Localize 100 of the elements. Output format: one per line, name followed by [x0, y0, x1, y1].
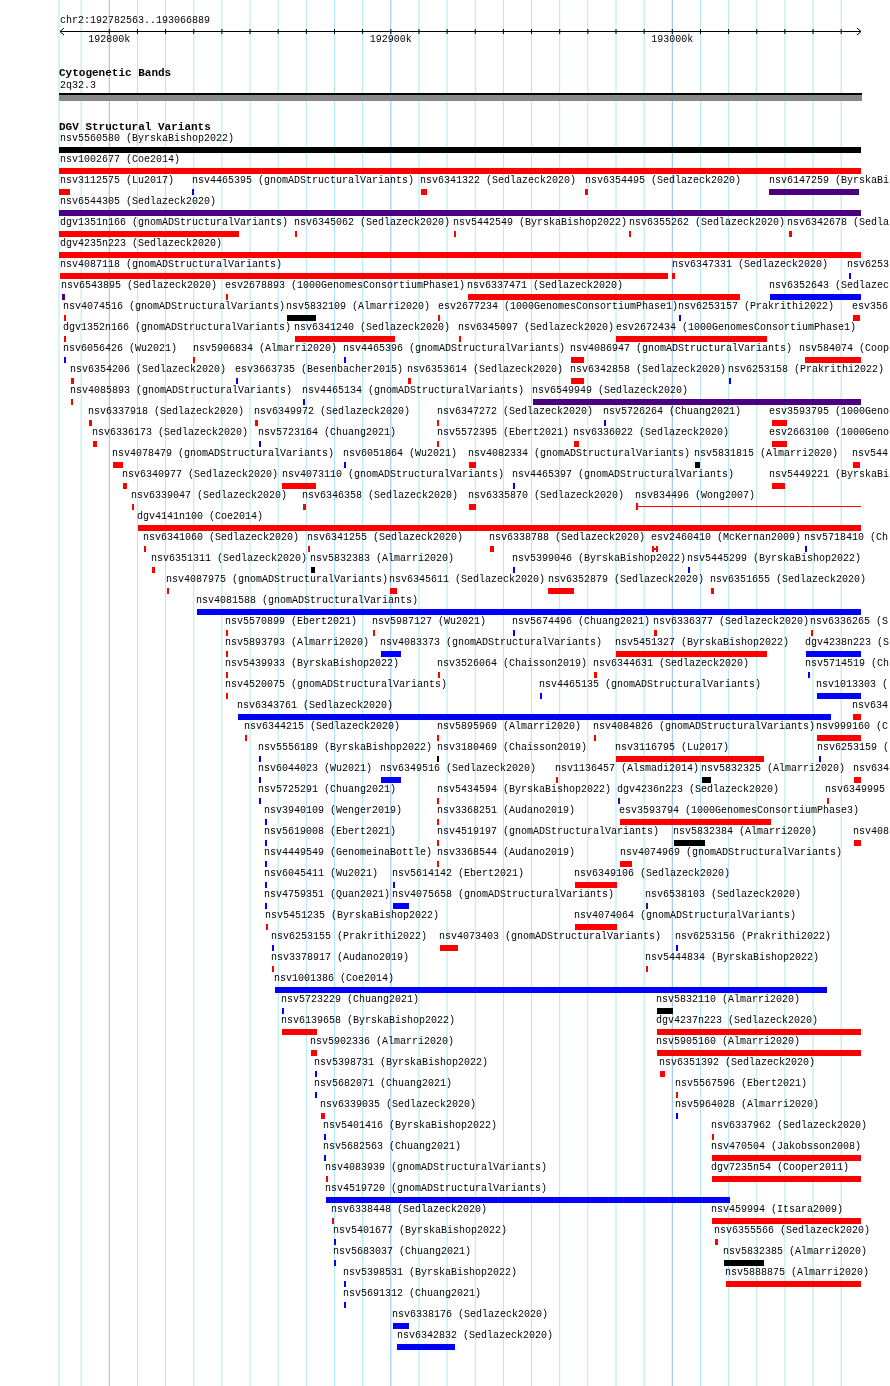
- variant-label: nsv4074969 (gnomADStructuralVariants): [620, 847, 843, 859]
- variant-label: esv2678893 (1000GenomesConsortiumPhase1): [225, 280, 466, 292]
- variant-label: nsv1013303 (: [816, 679, 888, 691]
- variant-label: nsv5895969 (Almarri2020): [437, 721, 582, 733]
- variant-label: nsv6345097 (Sedlazeck2020): [458, 322, 615, 334]
- variant-label: nsv6338788 (Sedlazeck2020): [489, 532, 646, 544]
- variant-label: nsv634: [852, 700, 888, 712]
- variant-label: nsv6349106 (Sedlazeck2020): [574, 868, 731, 880]
- variant-label: nsv5832385 (Almarri2020): [723, 1246, 868, 1258]
- variant-label: nsv6349972 (Sedlazeck2020): [254, 406, 411, 418]
- variant-label: nsv6056426 (Wu2021): [63, 343, 178, 355]
- tick-label: 192900k: [369, 34, 412, 46]
- variant-label: nsv4086947 (gnomADStructuralVariants): [570, 343, 793, 355]
- variant-label: nsv6336265 (S: [810, 616, 888, 628]
- variant-label: nsv6341322 (Sedlazeck2020): [420, 175, 577, 187]
- variant-label: nsv4075658 (gnomADStructuralVariants): [392, 889, 615, 901]
- variant-label: nsv4087118 (gnomADStructuralVariants): [60, 259, 283, 271]
- variant-label: nsv6345611 (Sedlazeck2020): [389, 574, 546, 586]
- variant-label: nsv6354206 (Sedlazeck2020): [70, 364, 227, 376]
- variant-label: nsv6335870 (Sedlazeck2020): [468, 490, 625, 502]
- variant-label: nsv6349995: [825, 784, 885, 796]
- variant-label: nsv5560580 (ByrskaBishop2022): [60, 133, 235, 145]
- variant-label: nsv4073403 (gnomADStructuralVariants): [439, 931, 662, 943]
- variant-label: nsv4073110 (gnomADStructuralVariants): [282, 469, 505, 481]
- variant-label: nsv5451327 (ByrskaBishop2022): [615, 637, 790, 649]
- variant-label: nsv5398531 (ByrskaBishop2022): [343, 1267, 518, 1279]
- variant-label: nsv6341240 (Sedlazeck2020): [294, 322, 451, 334]
- variant-label: nsv5614142 (Ebert2021): [392, 868, 525, 880]
- variant-label: nsv3180469 (Chaisson2019): [437, 742, 588, 754]
- variant-label: esv2663100 (1000Geno: [769, 427, 890, 439]
- tick-label: 193000k: [651, 34, 694, 46]
- variant-label: nsv5832384 (Almarri2020): [673, 826, 818, 838]
- variant-label: nsv5723164 (Chuang2021): [258, 427, 397, 439]
- variant-label: nsv1002677 (Coe2014): [60, 154, 181, 166]
- variant-label: esv2672434 (1000GenomesConsortiumPhase1): [616, 322, 857, 334]
- variant-label: nsv5718410 (Ch: [804, 532, 888, 544]
- variant-label: nsv4074516 (gnomADStructuralVariants): [63, 301, 286, 313]
- variant-label: nsv4078479 (gnomADStructuralVariants): [112, 448, 335, 460]
- variant-label: nsv4449549 (GenomeinaBottle): [264, 847, 433, 859]
- variant-label: nsv5987127 (Wu2021): [372, 616, 487, 628]
- variant-label: nsv6336377 (Sedlazeck2020): [653, 616, 810, 628]
- variant-label: nsv4465134 (gnomADStructuralVariants): [302, 385, 525, 397]
- variant-label: nsv6337918 (Sedlazeck2020): [88, 406, 245, 418]
- variant-label: nsv5893793 (Almarri2020): [225, 637, 370, 649]
- variant-label: nsv408: [853, 826, 889, 838]
- variant-label: dgv4237n223 (Sedlazeck2020): [656, 1015, 819, 1027]
- variant-label: nsv3368544 (Audano2019): [437, 847, 576, 859]
- variant-label: nsv6352879 (Sedlazeck2020): [548, 574, 705, 586]
- variant-label: nsv5888875 (Almarri2020): [725, 1267, 870, 1279]
- variant-label: nsv6044023 (Wu2021): [258, 763, 373, 775]
- variant-label: nsv5832325 (Almarri2020): [701, 763, 846, 775]
- variant-label: nsv6354495 (Sedlazeck2020): [585, 175, 742, 187]
- variant-label: nsv3112575 (Lu2017): [60, 175, 175, 187]
- variant-label: nsv5439933 (ByrskaBishop2022): [225, 658, 400, 670]
- variant-label: nsv5451235 (ByrskaBishop2022): [265, 910, 440, 922]
- variant-label: esv3593795 (1000Geno: [769, 406, 890, 418]
- variant-label: nsv6339047 (Sedlazeck2020): [131, 490, 288, 502]
- variant-label: nsv1136457 (Alsmadi2014): [555, 763, 700, 775]
- variant-label: nsv4085893 (gnomADStructuralVariants): [70, 385, 293, 397]
- variant-label: nsv4081588 (gnomADStructuralVariants): [196, 595, 419, 607]
- variant-label: nsv6253156 (Prakrithi2022): [675, 931, 832, 943]
- variant-label: nsv6336022 (Sedlazeck2020): [573, 427, 730, 439]
- variant-label: esv2677234 (1000GenomesConsortiumPhase1): [438, 301, 679, 313]
- variant-label: nsv6337962 (Sedlazeck2020): [711, 1120, 868, 1132]
- variant-label: nsv6538103 (Sedlazeck2020): [645, 889, 802, 901]
- variant-label: nsv3526064 (Chaisson2019): [437, 658, 588, 670]
- variant-label: nsv6347272 (Sedlazeck2020): [437, 406, 594, 418]
- variant-label: nsv6345062 (Sedlazeck2020): [294, 217, 451, 229]
- variant-label: nsv470504 (Jakobsson2008): [711, 1141, 862, 1153]
- variant-label: nsv4465395 (gnomADStructuralVariants): [192, 175, 415, 187]
- variant-label: nsv5723229 (Chuang2021): [281, 994, 420, 1006]
- variant-label: nsv6543895 (Sedlazeck2020): [61, 280, 218, 292]
- track-title: DGV Structural Variants: [59, 121, 211, 133]
- variant-label: nsv5832110 (Almarri2020): [656, 994, 801, 1006]
- variant-label: nsv5691312 (Chuang2021): [343, 1288, 482, 1300]
- variant-label: nsv5725291 (Chuang2021): [258, 784, 397, 796]
- variant-label: dgv1352n166 (gnomADStructuralVariants): [63, 322, 292, 334]
- variant-label: nsv5902336 (Almarri2020): [310, 1036, 455, 1048]
- tick-label: 192800k: [88, 34, 131, 46]
- variant-label: nsv834496 (Wong2007): [635, 490, 756, 502]
- variant-label: nsv6051864 (Wu2021): [343, 448, 458, 460]
- variant-label: nsv6351311 (Sedlazeck2020): [151, 553, 308, 565]
- variant-label: nsv6355566 (Sedlazeck2020): [714, 1225, 871, 1237]
- variant-label: nsv5572395 (Ebert2021): [437, 427, 570, 439]
- variant-label: nsv6340977 (Sedlazeck2020): [122, 469, 279, 481]
- variant-label: nsv6341060 (Sedlazeck2020): [143, 532, 300, 544]
- variant-label: nsv6351392 (Sedlazeck2020): [659, 1057, 816, 1069]
- variant-label: nsv5445299 (ByrskaBishop2022): [687, 553, 862, 565]
- variant-label: nsv5683037 (Chuang2021): [333, 1246, 472, 1258]
- variant-label: esv356: [852, 301, 888, 313]
- variant-label: nsv4074064 (gnomADStructuralVariants): [574, 910, 797, 922]
- track-title: Cytogenetic Bands: [59, 67, 172, 80]
- variant-label: nsv6347331 (Sedlazeck2020): [672, 259, 829, 271]
- variant-label: nsv6045411 (Wu2021): [264, 868, 379, 880]
- variant-label: nsv459994 (Itsara2009): [711, 1204, 844, 1216]
- variant-label: nsv4082334 (gnomADStructuralVariants): [468, 448, 691, 460]
- variant-label: nsv5905160 (Almarri2020): [656, 1036, 801, 1048]
- variant-label: nsv6342832 (Sedlazeck2020): [397, 1330, 554, 1342]
- variant-label: nsv6139658 (ByrskaBishop2022): [281, 1015, 456, 1027]
- variant-label: nsv5442549 (ByrskaBishop2022): [453, 217, 628, 229]
